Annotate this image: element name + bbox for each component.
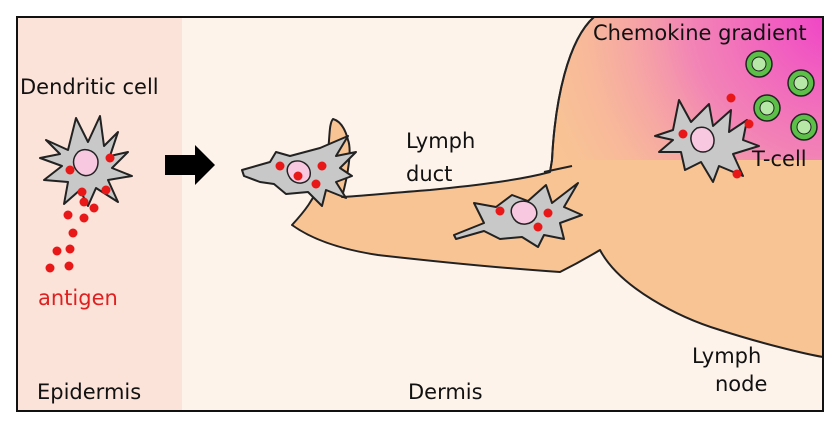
label-dendritic-cell: Dendritic cell bbox=[20, 75, 159, 99]
antigen-particles bbox=[45, 197, 99, 273]
epidermis-region bbox=[17, 17, 182, 411]
t-cell-icon bbox=[790, 113, 818, 141]
label-t-cell: T-cell bbox=[751, 147, 807, 171]
label-lymph-node-line2: node bbox=[715, 372, 767, 396]
label-dermis: Dermis bbox=[408, 380, 483, 404]
t-cell-icon bbox=[745, 50, 773, 78]
t-cell-icon bbox=[787, 69, 815, 97]
dendritic-cell-icon bbox=[241, 135, 357, 207]
t-cell-icon bbox=[753, 94, 781, 122]
label-chemokine-gradient: Chemokine gradient bbox=[593, 21, 807, 45]
label-lymph-node-line1: Lymph bbox=[692, 344, 761, 368]
lymph-node-outline bbox=[549, 16, 823, 173]
diagram-frame bbox=[16, 16, 824, 412]
label-antigen: antigen bbox=[38, 286, 118, 310]
label-epidermis: Epidermis bbox=[37, 380, 141, 404]
dendritic-cell-icon bbox=[39, 115, 133, 207]
right-arrow-icon bbox=[165, 145, 215, 185]
label-lymph-duct-line1: Lymph bbox=[406, 129, 475, 153]
dendritic-cell-icon bbox=[453, 182, 583, 248]
label-lymph-duct-line2: duct bbox=[406, 162, 452, 186]
dendritic-cell-icon bbox=[654, 93, 760, 183]
duct-notch bbox=[543, 165, 573, 173]
